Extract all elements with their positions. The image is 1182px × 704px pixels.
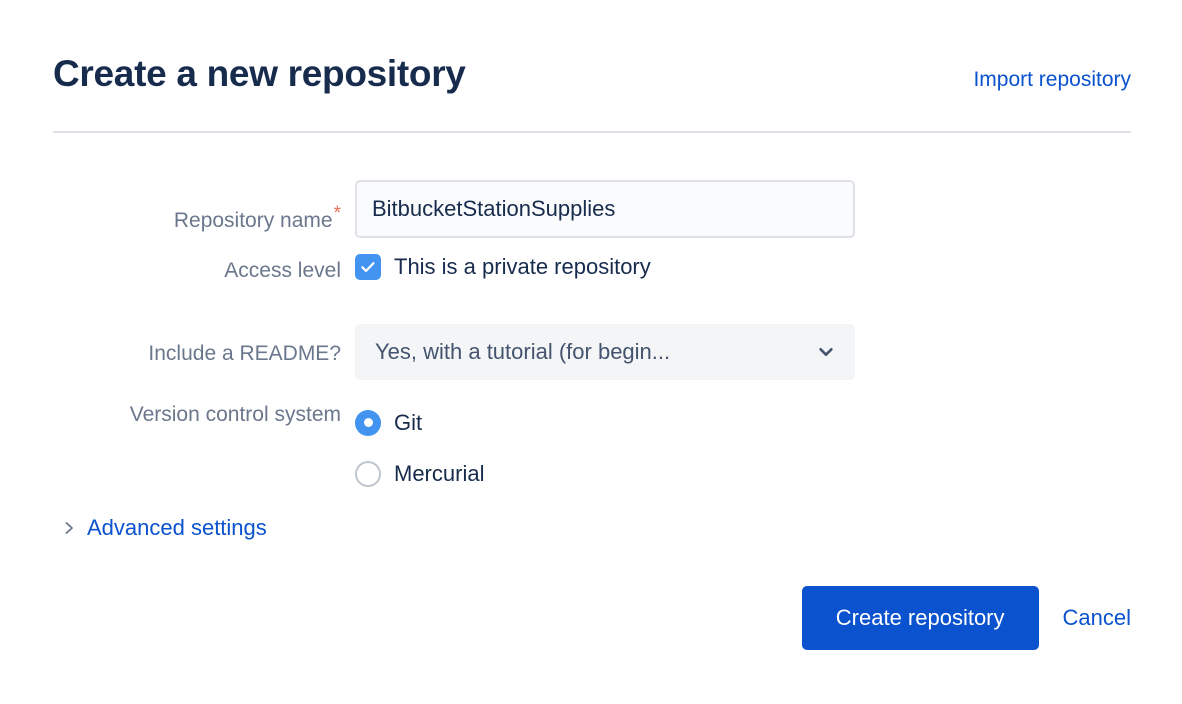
advanced-settings-toggle[interactable]: Advanced settings <box>62 515 267 541</box>
include-readme-selected-value: Yes, with a tutorial (for begin... <box>375 339 671 364</box>
radio-mercurial[interactable] <box>355 460 381 487</box>
create-repository-form: Repository name* Access level This is a … <box>0 180 1182 499</box>
import-repository-link[interactable]: Import repository <box>973 68 1131 91</box>
include-readme-select[interactable]: Yes, with a tutorial (for begin... <box>355 324 855 380</box>
advanced-settings-label[interactable]: Advanced settings <box>87 515 267 540</box>
required-asterisk: * <box>333 203 341 224</box>
field-repository-name: Repository name* <box>0 180 1182 254</box>
repository-name-control <box>355 180 1182 238</box>
vcs-option-mercurial[interactable]: Mercurial <box>355 448 1182 499</box>
radio-git-label[interactable]: Git <box>394 409 423 435</box>
radio-git[interactable] <box>355 409 381 436</box>
form-actions: Create repository Cancel <box>0 586 1131 650</box>
private-repository-checkbox-row[interactable]: This is a private repository <box>355 254 1182 280</box>
private-repository-checkbox[interactable] <box>355 254 381 280</box>
create-repository-button[interactable]: Create repository <box>801 586 1039 650</box>
version-control-system-control: Git Mercurial <box>355 397 1182 499</box>
field-version-control-system: Version control system Git Mercurial <box>0 397 1182 499</box>
field-include-readme: Include a README? Yes, with a tutorial (… <box>0 324 1182 397</box>
version-control-system-label: Version control system <box>129 403 341 426</box>
include-readme-control: Yes, with a tutorial (for begin... <box>355 324 1182 380</box>
field-access-level: Access level This is a private repositor… <box>0 254 1182 324</box>
private-repository-checkbox-label[interactable]: This is a private repository <box>394 254 651 279</box>
radio-mercurial-label[interactable]: Mercurial <box>394 460 485 486</box>
repository-name-input[interactable] <box>355 180 855 238</box>
chevron-right-icon <box>62 518 76 538</box>
check-icon <box>361 262 375 272</box>
page-title: Create a new repository <box>53 53 466 94</box>
header-divider <box>53 131 1131 133</box>
cancel-button[interactable]: Cancel <box>1062 605 1131 630</box>
access-level-control: This is a private repository <box>355 254 1182 280</box>
include-readme-label: Include a README? <box>148 342 341 365</box>
repository-name-label: Repository name* <box>0 180 355 234</box>
vcs-option-git[interactable]: Git <box>355 397 1182 448</box>
page-header: Create a new repository Import repositor… <box>53 53 1131 116</box>
repository-name-label-text: Repository name <box>173 209 333 232</box>
access-level-label: Access level <box>224 259 341 282</box>
chevron-down-icon <box>816 342 836 362</box>
